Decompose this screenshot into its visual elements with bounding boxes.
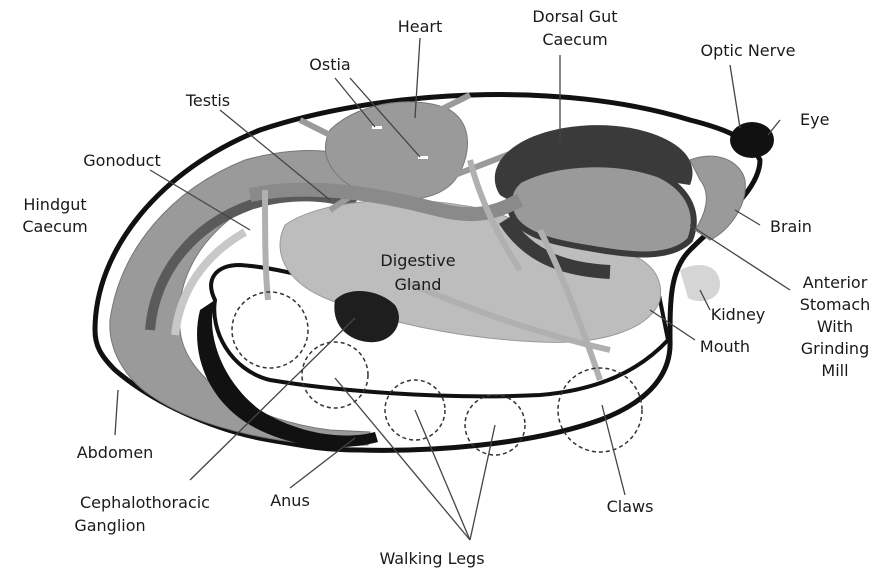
- label-anus: Anus: [270, 491, 310, 510]
- label-anterior-stomach-2: Stomach: [800, 295, 871, 314]
- label-anterior-stomach-3: With: [817, 317, 853, 336]
- label-anterior-stomach-4: Grinding: [801, 339, 869, 358]
- label-optic-nerve: Optic Nerve: [700, 41, 795, 60]
- label-ostia: Ostia: [309, 55, 350, 74]
- label-mouth: Mouth: [700, 337, 750, 356]
- label-kidney: Kidney: [711, 305, 766, 324]
- label-hindgut-caecum-1: Hindgut: [23, 195, 86, 214]
- label-abdomen: Abdomen: [77, 443, 154, 462]
- label-digestive-gland-1: Digestive: [380, 251, 455, 270]
- label-heart: Heart: [398, 17, 443, 36]
- label-cephalothoracic-ganglion-1: Cephalothoracic: [80, 493, 210, 512]
- ostia-mark: [372, 126, 382, 129]
- label-anterior-stomach-1: Anterior: [803, 273, 868, 292]
- label-digestive-gland-2: Gland: [395, 275, 442, 294]
- label-dorsal-gut-caecum-2: Caecum: [542, 30, 607, 49]
- label-eye: Eye: [800, 110, 829, 129]
- label-claws: Claws: [607, 497, 654, 516]
- label-brain: Brain: [770, 217, 812, 236]
- label-hindgut-caecum-2: Caecum: [22, 217, 87, 236]
- label-gonoduct: Gonoduct: [83, 151, 160, 170]
- kidney-shape: [680, 265, 720, 301]
- label-dorsal-gut-caecum-1: Dorsal Gut: [532, 7, 617, 26]
- label-cephalothoracic-ganglion-2: Ganglion: [74, 516, 145, 535]
- label-walking-legs: Walking Legs: [379, 549, 484, 568]
- eye-shape: [730, 122, 774, 158]
- label-testis: Testis: [185, 91, 230, 110]
- label-anterior-stomach-5: Mill: [821, 361, 848, 380]
